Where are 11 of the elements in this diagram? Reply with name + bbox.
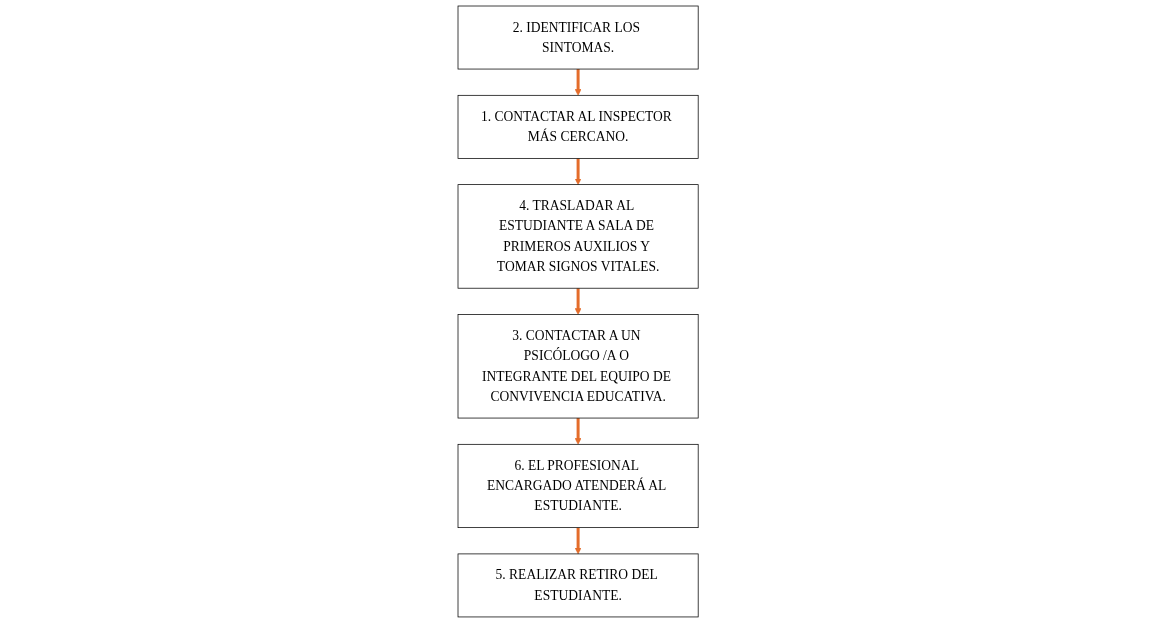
arrow	[574, 418, 582, 445]
node-box: 6. EL PROFESIONAL ENCARGADO ATENDERÁ AL ESTUDIANTE.	[457, 443, 699, 529]
arrow	[574, 527, 582, 555]
arrow	[574, 69, 582, 96]
node-box: 2. IDENTIFICAR LOS SINTOMAS.	[457, 5, 699, 70]
node-box: 4. TRASLADAR AL ESTUDIANTE A SALA DE PRIMEROS AUXILIOS Y TOMAR SIGNOS VITALES.	[457, 184, 699, 289]
arrow	[574, 288, 582, 315]
node-box: 3. CONTACTAR A UN PSICÓLOGO /A O INTEGRANTE DEL EQUIPO DE CONVIVENCIA EDUCATIVA.	[457, 314, 699, 419]
node-box: 5. REALIZAR RETIRO DEL ESTUDIANTE.	[457, 553, 699, 618]
node-box: 1. CONTACTAR AL INSPECTOR MÁS CERCANO.	[457, 94, 699, 159]
arrow	[574, 158, 582, 185]
